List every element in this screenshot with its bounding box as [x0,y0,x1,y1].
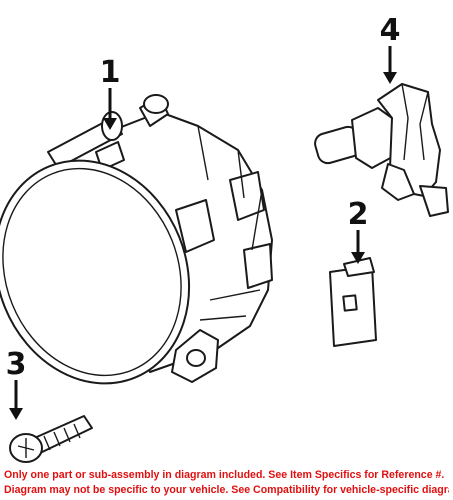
parts-diagram: 1 2 3 4 [0,13,449,463]
callout-1: 1 [100,55,121,130]
disclaimer-line-1: Only one part or sub-assembly in diagram… [4,469,445,481]
callout-4-label: 4 [380,13,401,48]
callout-1-label: 1 [100,55,121,90]
callout-4: 4 [380,13,401,84]
callout-2: 2 [348,197,369,264]
callout-3-label: 3 [6,347,27,382]
disclaimer-footer: Only one part or sub-assembly in diagram… [0,466,453,500]
bulb-icon [314,83,449,217]
fog-lamp-assembly-icon [0,94,273,385]
retainer-clip-icon [329,257,377,347]
disclaimer-line-2: Diagram may not be specific to your vehi… [4,484,449,496]
phillips-screw-icon [9,415,93,463]
callout-3: 3 [6,347,27,420]
callout-2-label: 2 [348,197,369,232]
